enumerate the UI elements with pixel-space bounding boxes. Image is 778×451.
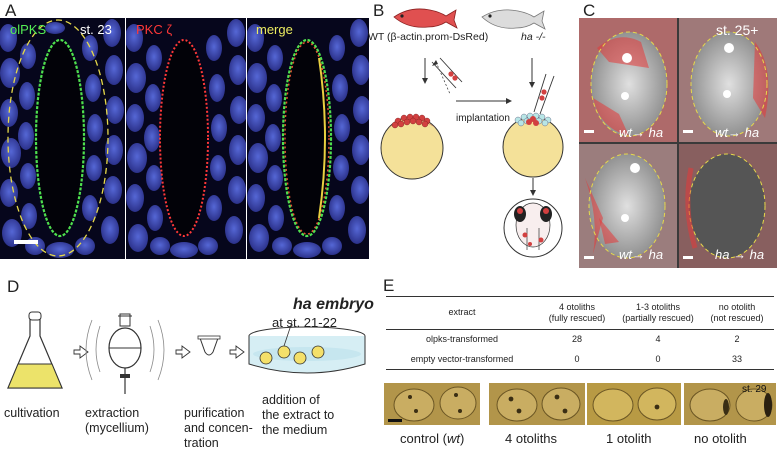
embryo-image-4	[489, 383, 585, 425]
implantation-diagram	[380, 8, 564, 258]
host-embryo-icon	[502, 73, 564, 178]
step-cultivation: cultivation	[4, 406, 60, 420]
arrow-icon	[73, 345, 89, 359]
step-purification: purification and concen- tration	[184, 406, 253, 450]
label-no-otolith: no otolith	[694, 431, 747, 446]
petri-dish-icon	[248, 321, 366, 374]
label-pkc: PKC ζ	[136, 22, 173, 37]
pipette-icon	[431, 57, 463, 95]
step-extraction: extraction (mycellium)	[85, 406, 149, 435]
label-control: control (wt)	[400, 431, 465, 446]
extraction-diagram	[7, 311, 366, 394]
label-stage-a: st. 23	[80, 22, 112, 37]
embryo-stage: at st. 21-22	[272, 315, 338, 330]
row-name: empty vector-transformed	[410, 354, 514, 364]
host-fish-icon	[481, 9, 546, 30]
table-row: empty vector-transformed 0 0 33	[386, 349, 774, 369]
panel-c-letter: C	[583, 1, 596, 20]
table-header: 4 otoliths (fully rescued)	[548, 301, 606, 323]
host-label: ha -/-	[521, 31, 546, 43]
cell: 33	[731, 354, 742, 364]
row-name: olpks-transformed	[425, 334, 499, 345]
panel-a-image-red	[126, 18, 246, 259]
separatory-funnel-icon	[85, 313, 165, 394]
donor-embryo-icon	[380, 113, 444, 180]
step-addition: addition of the extract to the medium	[262, 393, 335, 437]
panel-d-letter: D	[7, 277, 20, 296]
table-header: no otolith (not rescued)	[710, 301, 764, 323]
label-1-otolith: 1 otolith	[606, 431, 652, 446]
label-olpks: olPKS	[10, 22, 47, 37]
embryo-image-none	[684, 383, 776, 425]
panel-a-letter: A	[5, 1, 17, 20]
label-merge: merge	[256, 22, 293, 37]
label-stage-e: st. 29	[742, 384, 767, 395]
tube-icon	[197, 335, 221, 356]
panel-a-image-merge	[247, 18, 369, 259]
table-header: extract	[448, 307, 476, 318]
label-c-4: ha → ha	[715, 247, 765, 262]
cell: 4	[655, 334, 661, 345]
implantation-label: implantation	[456, 113, 510, 124]
label-stage-c: st. 25+	[716, 22, 759, 38]
panel-a-image-green	[0, 18, 125, 259]
cell: 28	[571, 334, 582, 345]
arrow-icon	[229, 345, 245, 359]
cell: 0	[574, 354, 580, 364]
chimeric-embryo-icon	[503, 198, 563, 258]
label-4-otoliths: 4 otoliths	[505, 431, 558, 446]
panel-c-images	[579, 18, 777, 268]
cell: 0	[655, 354, 661, 364]
results-table: extract 4 otoliths (fully rescued) 1-3 o…	[386, 296, 774, 370]
flask-icon	[7, 311, 63, 389]
donor-label: WT (β-actin.prom-DsRed)	[368, 31, 489, 43]
table-row: olpks-transformed 28 4 2	[386, 329, 774, 349]
panel-e-letter: E	[383, 276, 395, 295]
embryo-image-1	[587, 383, 681, 425]
label-c-1: wt→ ha	[619, 125, 664, 140]
label-c-3: wt→ ha	[619, 247, 664, 262]
panel-b-letter: B	[373, 1, 385, 20]
embryo-image-control	[384, 383, 480, 425]
arrow-icon	[175, 345, 191, 359]
table-header: 1-3 otoliths (partially rescued)	[622, 301, 694, 323]
cell: 2	[734, 334, 740, 345]
donor-fish-icon	[393, 8, 458, 29]
label-c-2: wt→ ha	[715, 125, 760, 140]
embryo-title: ha embryo	[293, 296, 374, 313]
